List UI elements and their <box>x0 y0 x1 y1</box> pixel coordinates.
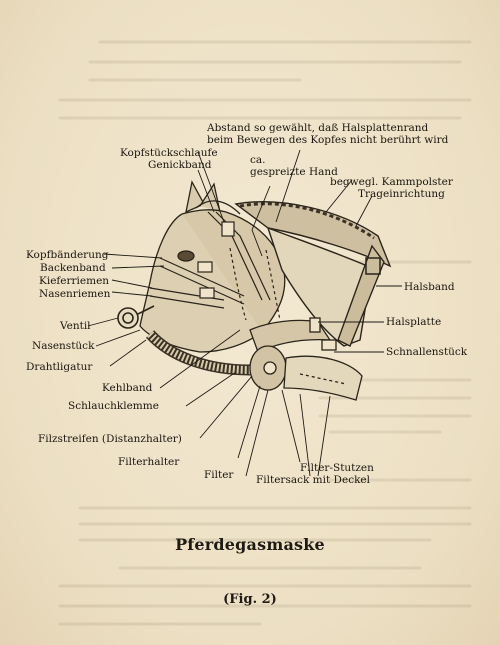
label-genickband: Genickband <box>148 159 212 171</box>
label-abstand-line1: Abstand so gewählt, daß Halsplattenrand <box>207 122 429 134</box>
filter-assembly <box>249 345 363 401</box>
label-filtersack: Filtersack mit Deckel <box>256 474 371 486</box>
neck-collar <box>234 201 392 347</box>
label-filter: Filter <box>204 469 234 481</box>
label-trageinrichtung: Trageinrichtung <box>358 188 445 200</box>
label-backenband: Backenband <box>40 262 106 274</box>
label-filterhalter: Filterhalter <box>118 456 180 468</box>
breathing-hose <box>145 330 251 376</box>
leader-lines <box>87 149 402 477</box>
label-schnallenstueck: Schnallenstück <box>386 346 468 358</box>
label-halsband: Halsband <box>404 281 455 293</box>
label-gespreizte-hand: gespreizte Hand <box>250 166 338 178</box>
label-nasenriemen: Nasenriemen <box>39 288 111 300</box>
label-kehlband: Kehlband <box>102 382 153 394</box>
label-filter-stutzen: Filter-Stutzen <box>300 462 374 474</box>
label-kammpolster: begwegl. Kammpolster <box>330 176 453 188</box>
label-kopfstueckschlaufe: Kopfstückschlaufe <box>120 147 218 159</box>
label-abstand-line2: beim Bewegen des Kopfes nicht berührt wi… <box>207 134 449 146</box>
label-kopfbaenderung: Kopfbänderung <box>26 249 109 261</box>
label-ventil: Ventil <box>60 320 91 332</box>
label-schlauchklemme: Schlauchklemme <box>68 400 159 412</box>
label-halsplatte: Halsplatte <box>386 316 442 328</box>
head-straps <box>149 211 281 321</box>
horse-head <box>139 180 286 353</box>
label-drahtligatur: Drahtligatur <box>26 361 93 373</box>
figure-number: (Fig. 2) <box>223 592 277 607</box>
label-nasenstueck: Nasenstück <box>32 340 95 352</box>
label-ca: ca. <box>250 154 266 166</box>
label-filzstreifen: Filzstreifen (Distanzhalter) <box>38 433 182 445</box>
label-kieferriemen: Kieferriemen <box>39 275 110 287</box>
figure-title: Pferdegasmaske <box>175 535 325 554</box>
